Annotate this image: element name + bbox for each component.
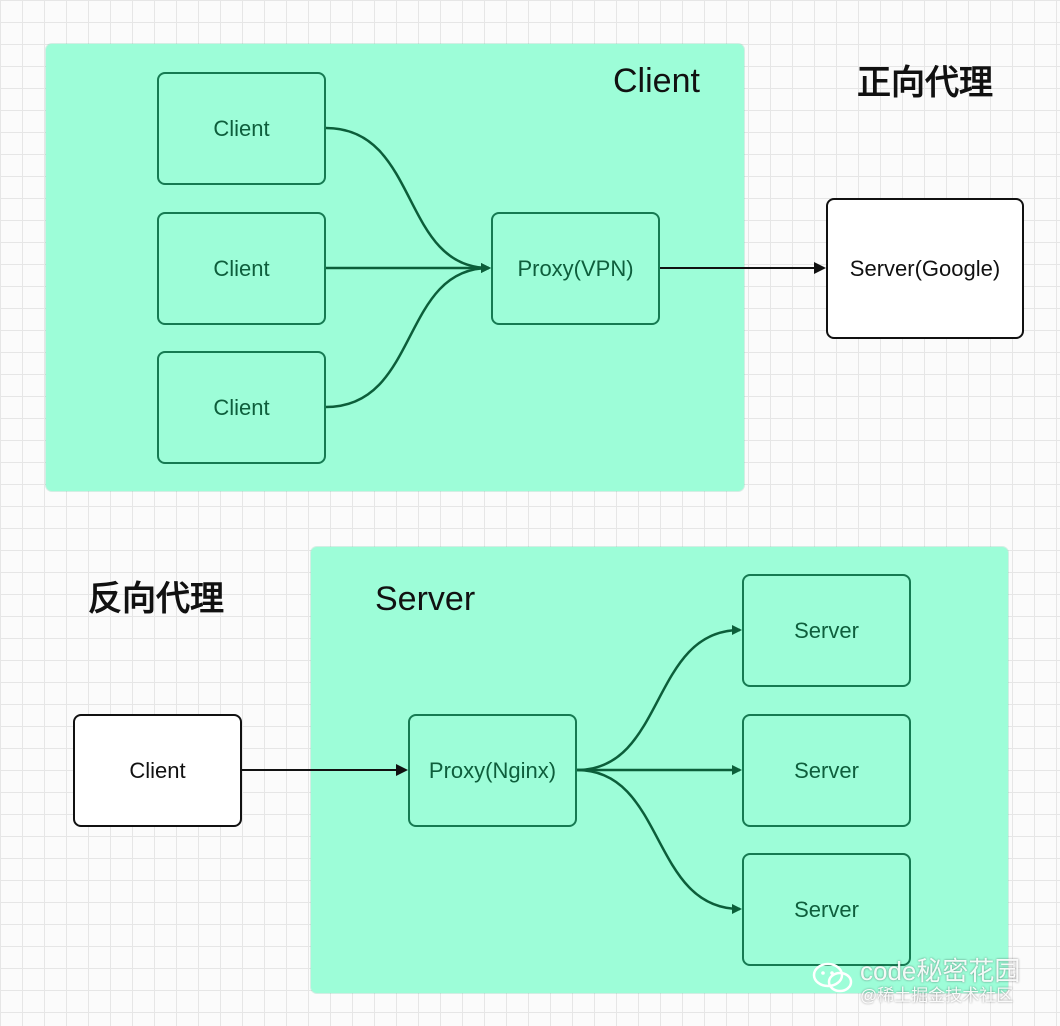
watermark-title: code秘密花园 [860,956,1021,986]
wechat-icon [812,962,853,993]
forward-server-node[interactable]: Server(Google) [826,198,1024,339]
reverse-proxy-heading: 反向代理 [88,579,224,619]
forward-proxy-node[interactable]: Proxy(VPN) [491,212,660,325]
watermark-subtitle: @稀土掘金技术社区 [860,986,1014,1006]
reverse-server-node-1[interactable]: Server [742,574,911,687]
forward-proxy-heading: 正向代理 [857,63,993,103]
reverse-server-node-3[interactable]: Server [742,853,911,966]
forward-client-node-1[interactable]: Client [157,72,326,185]
reverse-client-node[interactable]: Client [73,714,242,827]
reverse-group-title: Server [375,580,476,618]
reverse-proxy-node[interactable]: Proxy(Nginx) [408,714,577,827]
forward-client-node-2[interactable]: Client [157,212,326,325]
forward-client-node-3[interactable]: Client [157,351,326,464]
forward-group-title: Client [613,62,700,100]
watermark: code秘密花园 @稀土掘金技术社区 [812,956,1021,1006]
reverse-server-node-2[interactable]: Server [742,714,911,827]
